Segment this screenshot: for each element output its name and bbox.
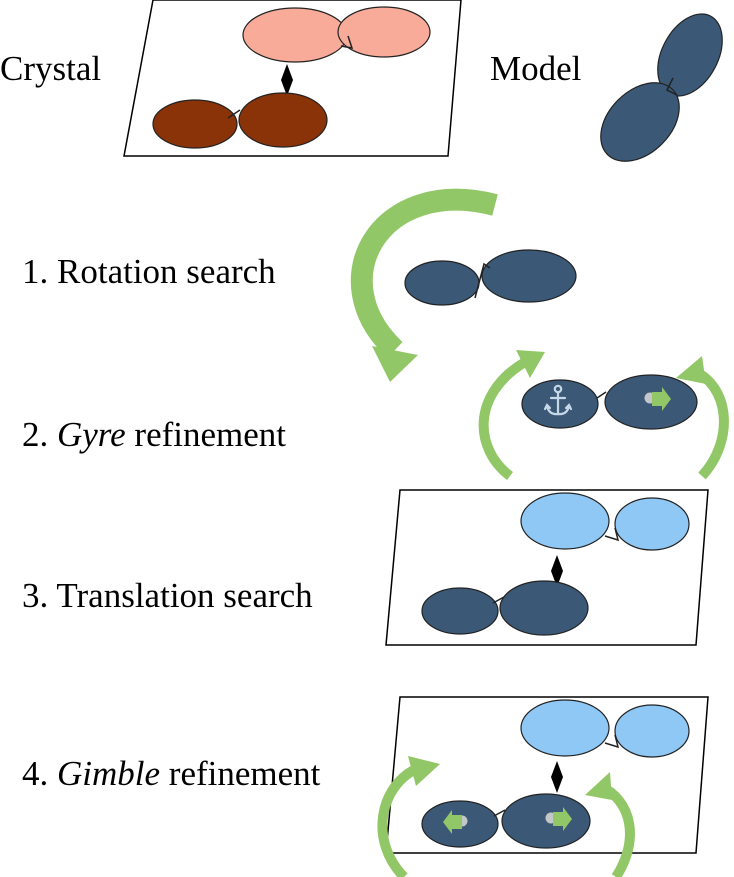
crystal-dimer-lower [152, 92, 328, 149]
twofold-axis-icon [551, 555, 563, 587]
domain-ellipse [152, 99, 238, 149]
rotation-arrow-icon [372, 346, 418, 382]
translation-arrow-icon [553, 807, 572, 831]
crystal-cell [123, 0, 462, 157]
linker [665, 77, 678, 96]
domain-ellipse [600, 82, 680, 162]
domain-ellipse [337, 6, 431, 58]
placed-model-dimer [421, 580, 589, 636]
crystal-dimer-upper [242, 6, 431, 63]
translation-arrow-icon [443, 810, 462, 834]
linker [492, 596, 505, 604]
linker [227, 109, 241, 119]
step-3-label: 3. Translation search [22, 576, 313, 615]
domain-ellipse [520, 492, 610, 550]
symmetry-copy-dimer [520, 492, 690, 551]
rotation-arrow-icon [516, 350, 545, 378]
rotation-arrow-icon [350, 188, 498, 359]
rotation-arrow-icon [676, 356, 706, 384]
rotation-arrow-icon [478, 357, 528, 481]
translation-cell [385, 489, 709, 646]
model-label: Model [490, 49, 582, 88]
gimble-dimer [421, 793, 591, 849]
linker [596, 391, 607, 399]
rotation-arrow-icon [377, 763, 421, 877]
linker [474, 262, 491, 299]
domain-ellipse [614, 497, 690, 551]
rotation-arrow-icon [689, 365, 729, 480]
domain-ellipse [242, 7, 348, 63]
linker [340, 35, 354, 49]
twofold-axis-icon [281, 64, 293, 96]
rotation-arrow-icon [585, 772, 612, 800]
gyre-dimer [521, 374, 698, 430]
domain-ellipse [499, 580, 589, 636]
gimble-cell [385, 696, 709, 854]
linker [604, 527, 620, 542]
domain-ellipse [421, 587, 499, 635]
domain-ellipse [238, 92, 328, 148]
crystal-label: Crystal [0, 49, 101, 88]
domain-ellipse [520, 699, 610, 757]
rotation-arrow-icon [408, 756, 440, 786]
domain-ellipse [481, 249, 577, 303]
domain-ellipse [501, 793, 591, 849]
translation-arrow-icon [652, 387, 671, 411]
domain-ellipse [614, 704, 690, 758]
step-4-label: 4. Gimble refinement [22, 754, 321, 793]
linker [604, 734, 620, 749]
anchor-icon [543, 384, 573, 416]
step-2-label: 2. Gyre refinement [22, 415, 286, 454]
twofold-axis-icon [551, 761, 563, 793]
linker [493, 809, 506, 817]
model-dimer [600, 13, 723, 162]
step-1-label: 1. Rotation search [22, 252, 276, 291]
symmetry-copy-dimer [520, 699, 690, 758]
domain-ellipse [404, 260, 480, 306]
model-dimer-rotated [404, 249, 577, 306]
domain-ellipse [521, 379, 599, 429]
